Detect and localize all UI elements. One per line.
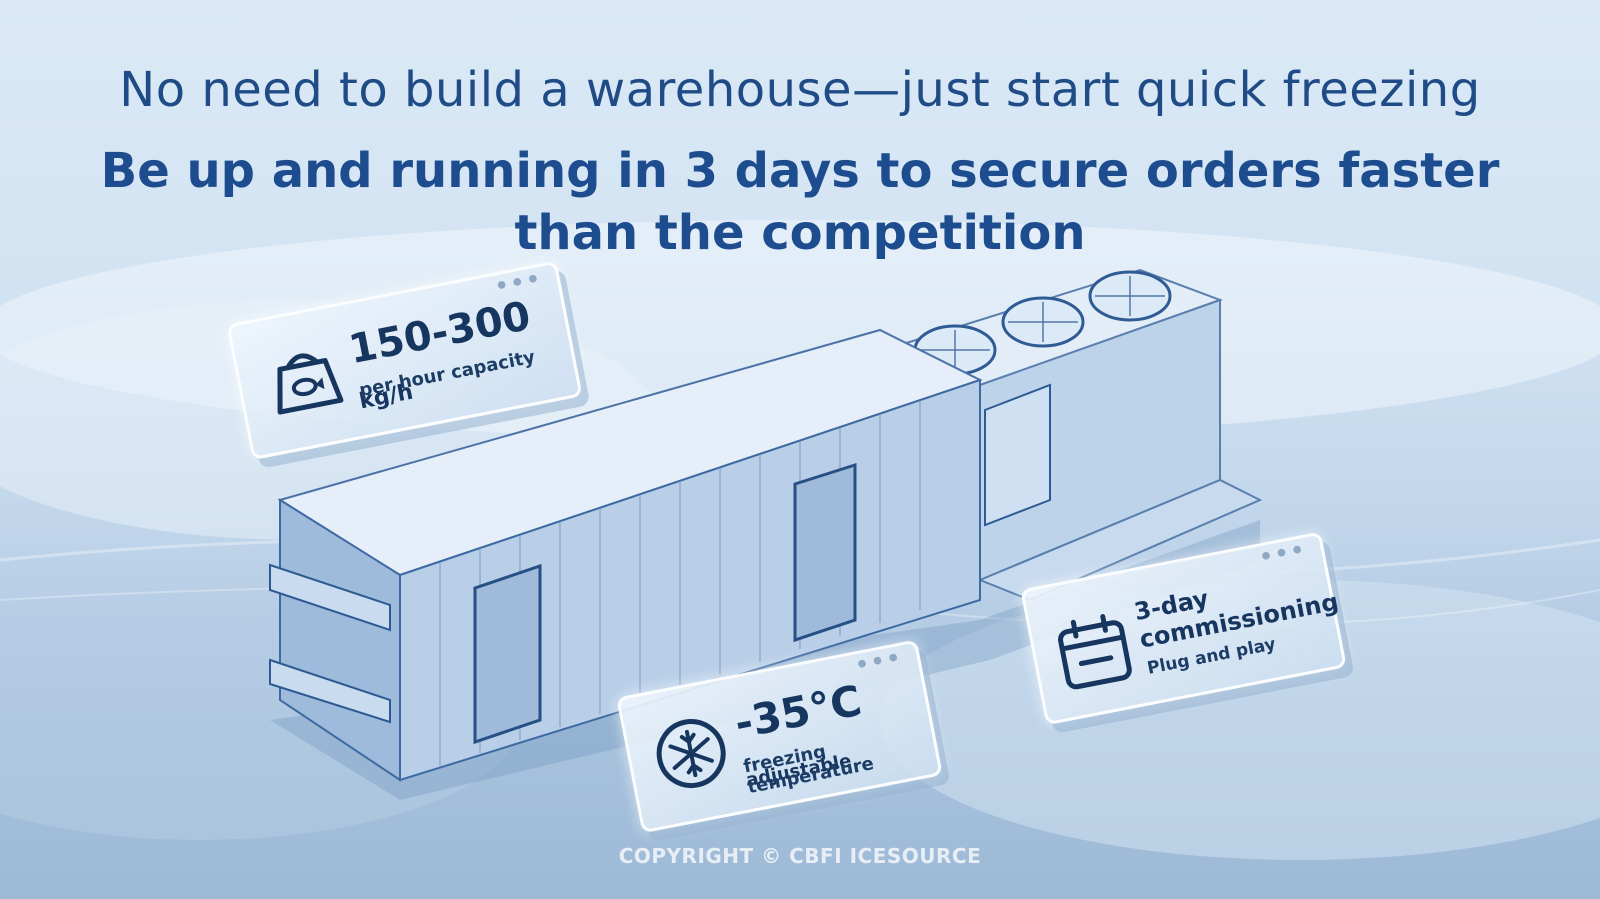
snowflake-icon [656,719,726,789]
temperature-card: ● ● ● -35°C adjustable freezing temperat… [616,639,943,834]
capacity-card: ● ● ● 150-300 kg/h per hour capacity [226,260,583,461]
container-door-left [473,563,542,745]
commissioning-card: ● ● ● 3-day commissioning Plug and play [1020,531,1347,726]
headline: No need to build a warehouse—just start … [119,62,1481,118]
copyright-watermark: COPYRIGHT © CBFI ICESOURCE [618,844,982,868]
scale-fish-icon [277,353,344,415]
container-door-right [793,462,857,643]
calendar-icon [1058,614,1132,690]
subheadline: Be up and running in 3 days to secure or… [100,143,1500,261]
conveyor-tray [269,563,391,724]
control-cabinet [984,383,1051,527]
